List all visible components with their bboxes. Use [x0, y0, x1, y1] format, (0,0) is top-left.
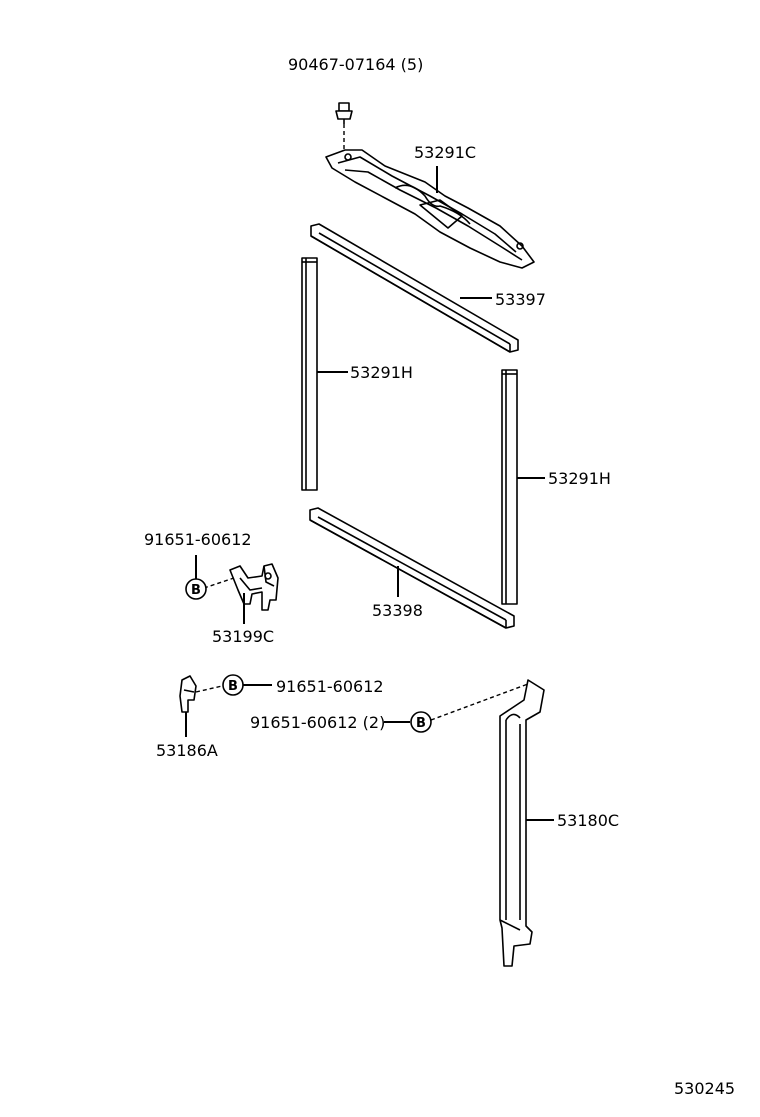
label-bracket-small: 53186A: [156, 741, 218, 760]
marker-b1: B: [185, 578, 207, 600]
bolt-top-part: [335, 102, 353, 124]
small-bracket-part: [179, 675, 197, 713]
bolt-left-bracket-dashline: [203, 577, 235, 589]
upper-seal-part: [310, 223, 519, 353]
marker-b3: B: [410, 711, 432, 733]
side-support-part: [499, 679, 545, 967]
left-seal-part: [301, 257, 318, 491]
label-bolt-left-bracket: 91651-60612: [144, 530, 252, 549]
label-seal-upper: 53397: [495, 290, 546, 309]
marker-b3-text: B: [416, 716, 426, 731]
label-seal-right: 53291H: [548, 469, 611, 488]
label-bolt-side-support: 91651-60612 (2): [250, 713, 385, 732]
label-diagram-code: 530245: [674, 1079, 735, 1098]
marker-b1-text: B: [191, 583, 201, 598]
bolt-small-bracket-dashline: [195, 685, 223, 693]
bolt-side-support-dashline: [430, 683, 529, 721]
label-bracket-left: 53199C: [212, 627, 274, 646]
label-support-upper: 53291C: [414, 143, 476, 162]
marker-b2-text: B: [228, 679, 238, 694]
right-seal-part: [501, 369, 518, 605]
label-bolt-top: 90467-07164 (5): [288, 55, 423, 74]
label-side-support: 53180C: [557, 811, 619, 830]
marker-b2: B: [222, 674, 244, 696]
label-bolt-small-bracket: 91651-60612: [276, 677, 384, 696]
label-seal-lower: 53398: [372, 601, 423, 620]
left-bracket-part: [229, 563, 279, 611]
upper-support-part: [325, 149, 535, 269]
lower-seal-part: [309, 507, 515, 629]
label-seal-left: 53291H: [350, 363, 413, 382]
